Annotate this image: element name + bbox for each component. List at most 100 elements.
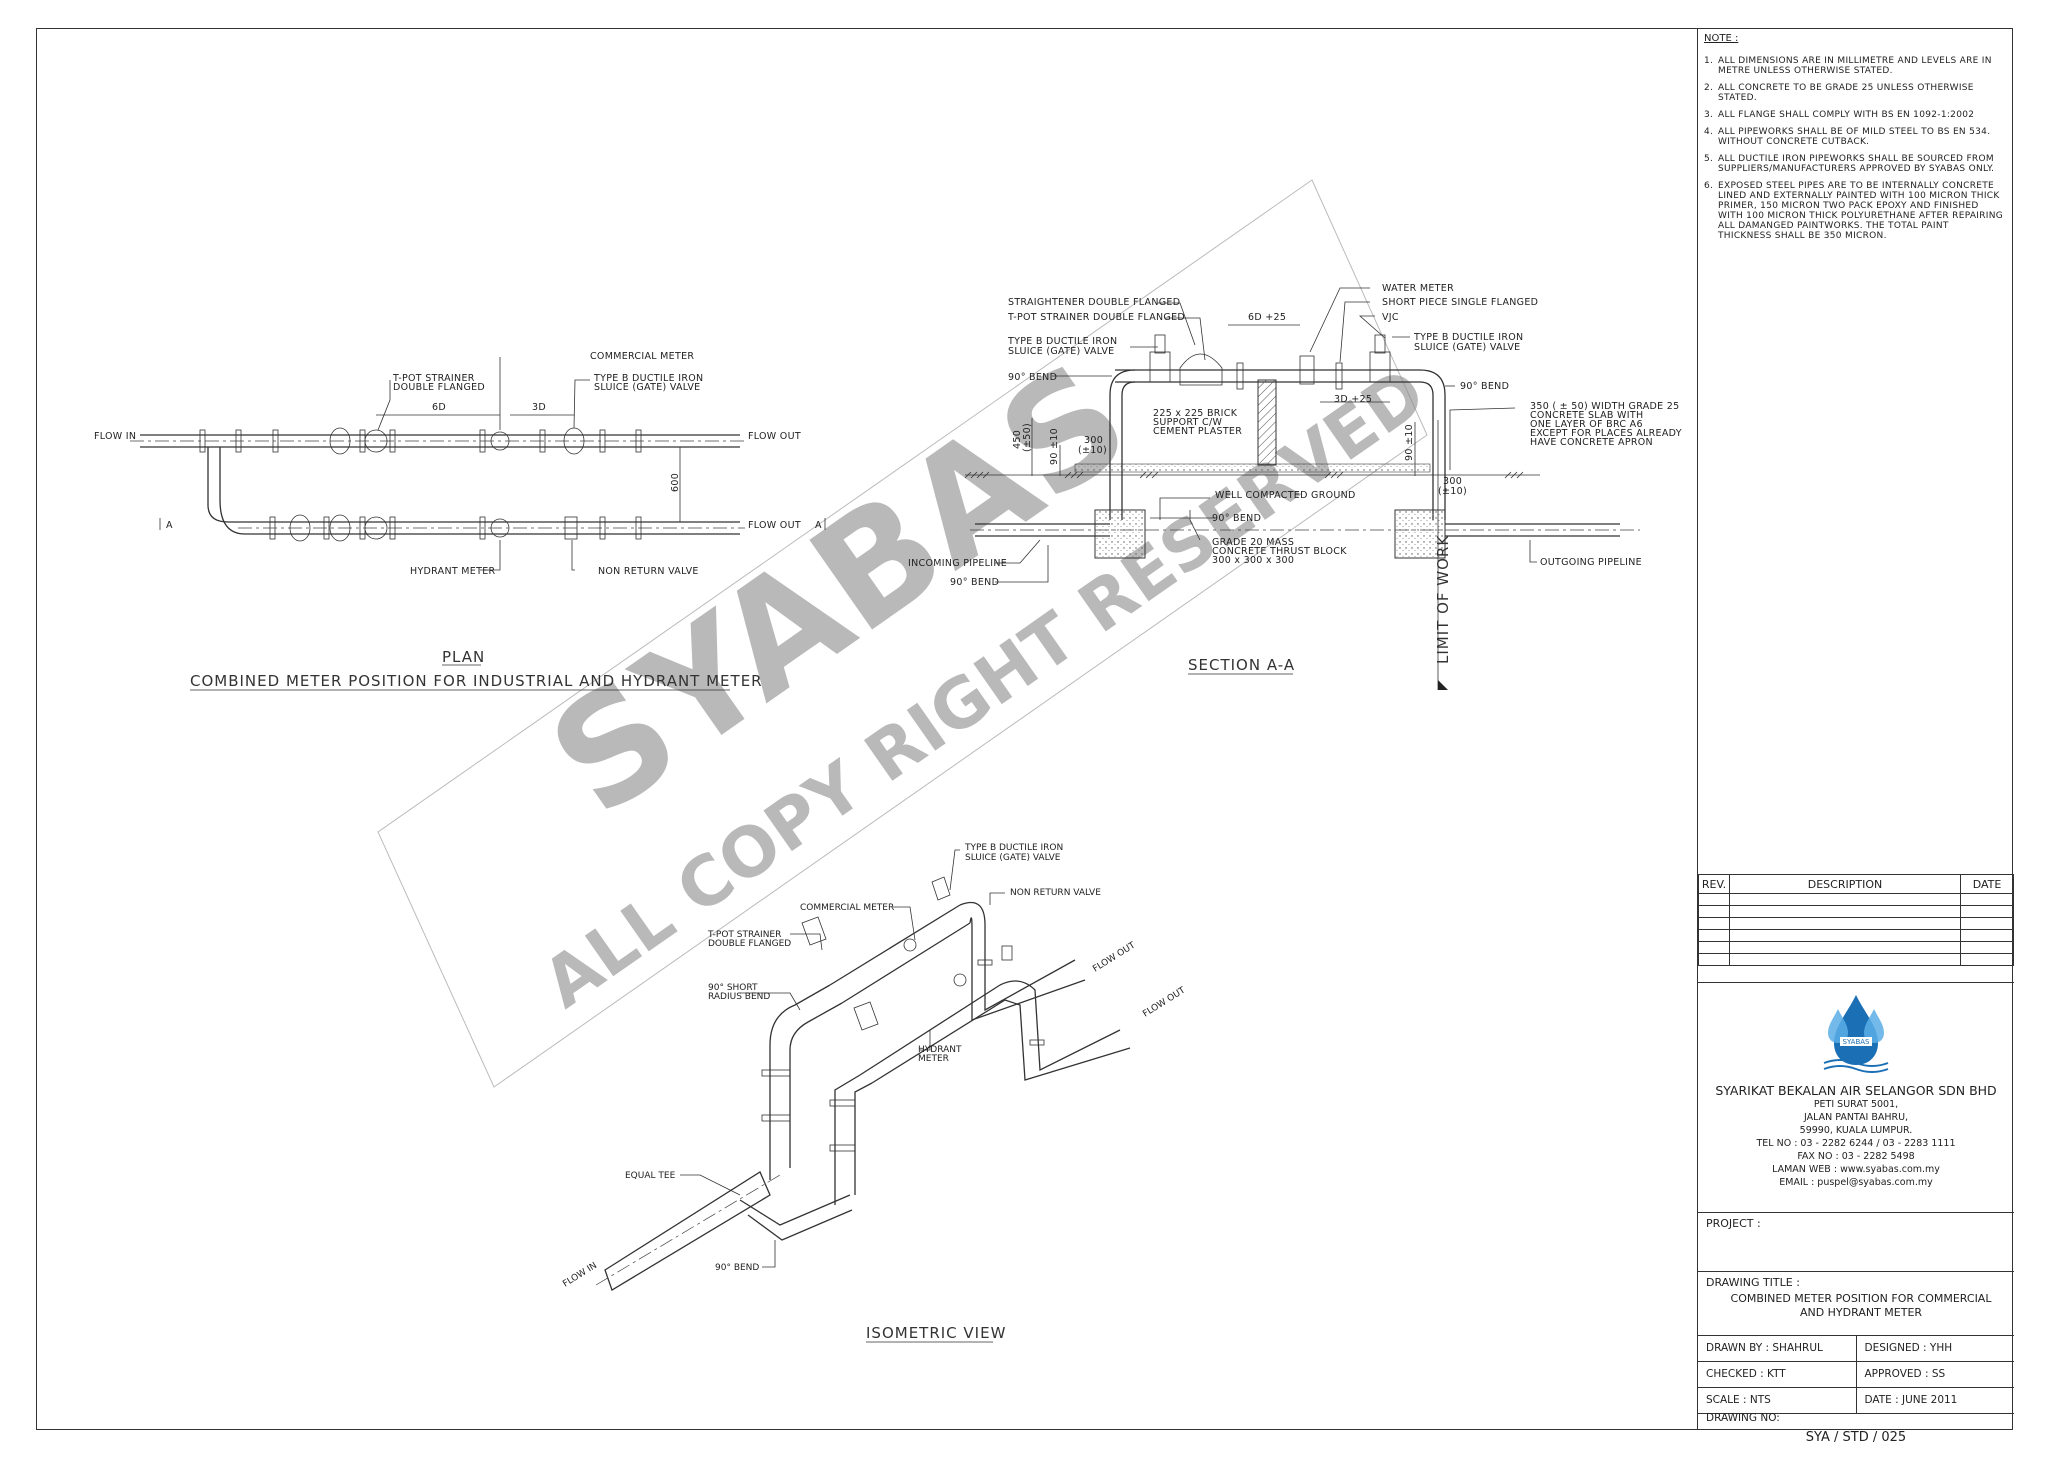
sec-valve-r1: TYPE B DUCTILE IRON bbox=[1413, 332, 1523, 343]
project-block: PROJECT : bbox=[1698, 1212, 2014, 1272]
note-text: ALL DUCTILE IRON PIPEWORKS SHALL BE SOUR… bbox=[1718, 154, 1995, 174]
plan-subtitle: COMBINED METER POSITION FOR INDUSTRIAL A… bbox=[190, 672, 763, 690]
sec-short-piece: SHORT PIECE SINGLE FLANGED bbox=[1382, 297, 1538, 308]
drawing-sheet bbox=[36, 28, 2013, 1430]
sec-dim-300a: 300 bbox=[1084, 435, 1103, 446]
note-text: ALL DIMENSIONS ARE IN MILLIMETRE AND LEV… bbox=[1718, 56, 1992, 76]
ground-hatch-marks bbox=[964, 471, 1524, 479]
notes-section: NOTE : 1. ALL DIMENSIONS ARE IN MILLIMETR… bbox=[1704, 34, 2004, 248]
drawn-by: DRAWN BY : SHAHRUL bbox=[1698, 1336, 1857, 1361]
plan-flow-out-bottom: FLOW OUT bbox=[748, 520, 801, 531]
company-address-1: PETI SURAT 5001, bbox=[1813, 1099, 1899, 1110]
sec-slab-4: EXCEPT FOR PLACES ALREADY bbox=[1530, 428, 1682, 439]
sec-dim-450: 450 bbox=[1012, 430, 1023, 449]
sec-dim-300ab: (±10) bbox=[1078, 445, 1107, 456]
revision-table: REV. DESCRIPTION DATE bbox=[1698, 874, 2014, 966]
revision-row bbox=[1698, 941, 2014, 954]
iso-flow-in: FLOW IN bbox=[561, 1261, 599, 1290]
plan-dim-600: 600 bbox=[670, 473, 681, 492]
sec-thrust-3: 300 x 300 x 300 bbox=[1212, 555, 1294, 566]
plan-flow-out-top: FLOW OUT bbox=[748, 431, 801, 442]
revision-row bbox=[1698, 917, 2014, 930]
note-number: 1. bbox=[1704, 56, 1714, 66]
sec-outgoing: OUTGOING PIPELINE bbox=[1540, 557, 1642, 568]
sec-bend-low: 90° BEND bbox=[950, 577, 999, 588]
iso-fittings bbox=[761, 876, 1045, 1152]
iso-title: ISOMETRIC VIEW bbox=[866, 1324, 1006, 1342]
logo-wordmark: SYABAS bbox=[1843, 1038, 1871, 1046]
company-address-3: 59990, KUALA LUMPUR. bbox=[1799, 1125, 1913, 1136]
drawing-number-block: DRAWING NO: SYA / STD / 025 bbox=[1698, 1410, 2014, 1458]
checked-by: CHECKED : KTT bbox=[1698, 1362, 1857, 1387]
drawing-date: DATE : JUNE 2011 bbox=[1864, 1394, 1958, 1406]
note-text: ALL PIPEWORKS SHALL BE OF MILD STEEL TO … bbox=[1718, 127, 1991, 147]
plan-flow-in: FLOW IN bbox=[94, 431, 136, 442]
sec-thrust-1: GRADE 20 MASS bbox=[1212, 537, 1294, 548]
plan-section-a-left: A bbox=[166, 520, 173, 531]
sec-slab-3: ONE LAYER OF BRC A6 bbox=[1530, 419, 1643, 430]
note-item: 4. ALL PIPEWORKS SHALL BE OF MILD STEEL T… bbox=[1704, 127, 2004, 147]
iso-equal-tee: EQUAL TEE bbox=[625, 1171, 676, 1181]
sec-brick-1: 225 x 225 BRICK bbox=[1153, 408, 1238, 419]
company-block: SYABAS SYARIKAT BEKALAN AIR SELANGOR SDN… bbox=[1698, 982, 2014, 1213]
revision-row bbox=[1698, 893, 2014, 906]
company-tel: TEL NO : 03 - 2282 6244 / 03 - 2283 1111 bbox=[1756, 1138, 1956, 1149]
sec-thrust-2: CONCRETE THRUST BLOCK bbox=[1212, 546, 1347, 557]
iso-bend-2: RADIUS BEND bbox=[708, 992, 770, 1002]
drawing-title-line-1: COMBINED METER POSITION FOR COMMERCIAL bbox=[1730, 1292, 1992, 1305]
notes-list: 1. ALL DIMENSIONS ARE IN MILLIMETRE AND L… bbox=[1704, 56, 2004, 241]
note-number: 4. bbox=[1704, 127, 1714, 137]
sec-slab-5: HAVE CONCRETE APRON bbox=[1530, 437, 1653, 448]
revision-row bbox=[1698, 905, 2014, 918]
section-view: STRAIGHTENER DOUBLE FLANGED T-POT STRAIN… bbox=[908, 283, 1682, 690]
iso-flow-out-2: FLOW OUT bbox=[1141, 985, 1187, 1019]
sec-vjc: VJC bbox=[1382, 312, 1399, 323]
iso-hydrant-2: METER bbox=[918, 1054, 949, 1064]
iso-tpot-1: T-POT STRAINER bbox=[707, 930, 781, 940]
sec-bend-mid: 90° BEND bbox=[1212, 513, 1261, 524]
title-block-panel: NOTE : 1. ALL DIMENSIONS ARE IN MILLIMETR… bbox=[1697, 28, 2014, 1445]
syabas-logo-icon: SYABAS bbox=[1823, 995, 1889, 1073]
sec-dim-300bb: (±10) bbox=[1438, 486, 1467, 497]
note-number: 5. bbox=[1704, 154, 1714, 164]
note-item: 5. ALL DUCTILE IRON PIPEWORKS SHALL BE SO… bbox=[1704, 154, 2004, 174]
plan-tpot-label-1: T-POT STRAINER bbox=[392, 373, 475, 384]
plan-section-a-right: A bbox=[815, 520, 822, 531]
iso-bend-90: 90° BEND bbox=[715, 1263, 759, 1273]
iso-valve-1: TYPE B DUCTILE IRON bbox=[964, 843, 1063, 853]
designed-by: DESIGNED : YHH bbox=[1864, 1342, 1953, 1354]
drawing-title-block: DRAWING TITLE : COMBINED METER POSITION … bbox=[1698, 1271, 2014, 1336]
note-text: ALL FLANGE SHALL COMPLY WITH BS EN 1092-… bbox=[1718, 110, 1975, 120]
company-fax: FAX NO : 03 - 2282 5498 bbox=[1797, 1151, 1915, 1162]
drawing-title-line-2: AND HYDRANT METER bbox=[1799, 1306, 1923, 1319]
sec-valve-l1: TYPE B DUCTILE IRON bbox=[1007, 336, 1117, 347]
note-item: 6. EXPOSED STEEL PIPES ARE TO BE INTERNAL… bbox=[1704, 181, 2004, 241]
sec-valve-l2: SLUICE (GATE) VALVE bbox=[1008, 346, 1114, 357]
sec-slab-2: CONCRETE SLAB WITH bbox=[1530, 410, 1643, 421]
company-email: EMAIL : puspel@syabas.com.my bbox=[1779, 1177, 1933, 1188]
company-name: SYARIKAT BEKALAN AIR SELANGOR SDN BHD bbox=[1715, 1083, 1997, 1098]
iso-non-return: NON RETURN VALVE bbox=[1010, 888, 1101, 898]
note-number: 3. bbox=[1704, 110, 1714, 120]
plan-view: FLOW IN FLOW OUT FLOW OUT T-POT STRAINER… bbox=[94, 351, 826, 691]
date-header: DATE bbox=[1960, 874, 2014, 894]
scale: SCALE : NTS bbox=[1698, 1388, 1857, 1413]
iso-tpot-2: DOUBLE FLANGED bbox=[708, 939, 791, 949]
sec-straightener: STRAIGHTENER DOUBLE FLANGED bbox=[1008, 297, 1180, 308]
sec-valve-r2: SLUICE (GATE) VALVE bbox=[1414, 342, 1520, 353]
sec-incoming: INCOMING PIPELINE bbox=[908, 558, 1007, 569]
plan-title: PLAN bbox=[442, 648, 485, 666]
sec-bend-left: 90° BEND bbox=[1008, 372, 1057, 383]
note-number: 6. bbox=[1704, 181, 1714, 191]
sec-limit-of-work: LIMIT OF WORK bbox=[1434, 535, 1452, 664]
drawing-title-label: DRAWING TITLE : bbox=[1706, 1276, 1800, 1289]
section-title: SECTION A-A bbox=[1188, 656, 1295, 674]
note-text: EXPOSED STEEL PIPES ARE TO BE INTERNALLY… bbox=[1718, 181, 2004, 241]
sec-dim-90a: 90 ±10 bbox=[1049, 428, 1060, 465]
notes-title: NOTE : bbox=[1704, 33, 1739, 44]
plan-non-return: NON RETURN VALVE bbox=[598, 566, 699, 577]
iso-commercial-meter: COMMERCIAL METER bbox=[800, 903, 894, 913]
revision-row bbox=[1698, 953, 2014, 966]
plan-valve-label-2: SLUICE (GATE) VALVE bbox=[594, 382, 700, 393]
sec-compacted: WELL COMPACTED GROUND bbox=[1215, 490, 1356, 501]
